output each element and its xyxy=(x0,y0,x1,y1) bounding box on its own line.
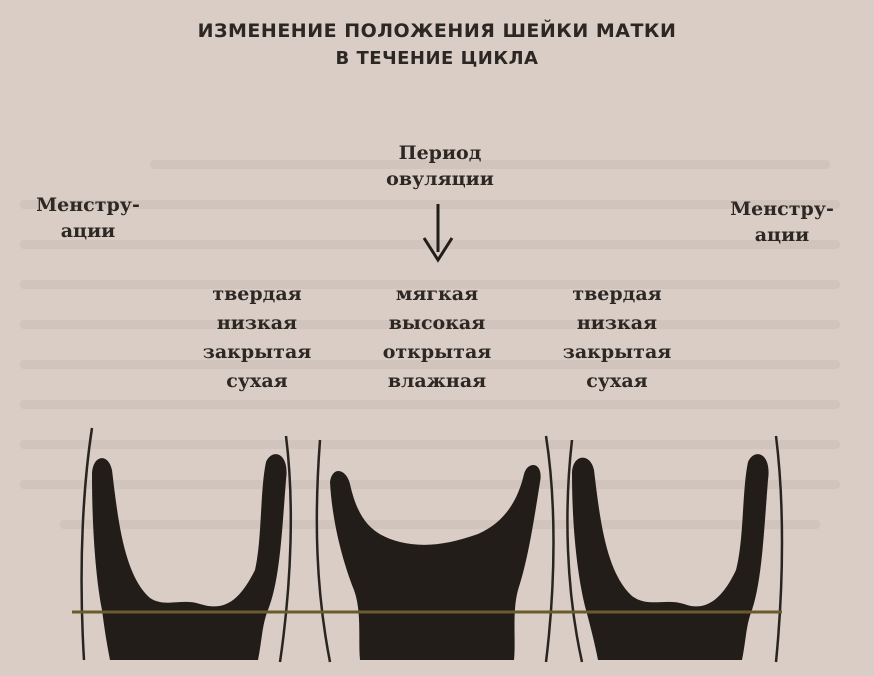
phase-2-height: высокая xyxy=(388,312,486,334)
phase-2-moisture: влажная xyxy=(387,370,487,392)
ovulation-period-label: Период овуляции xyxy=(360,140,520,192)
phase-3-opening: закрытая xyxy=(562,341,672,363)
right-menstruation-line1: Менстру- xyxy=(730,198,834,220)
phase-1-properties: твердая низкая закрытая сухая xyxy=(182,280,332,396)
cervix-shape-phase-2 xyxy=(330,464,541,660)
right-menstruation-label: Менстру- ации xyxy=(712,196,852,248)
left-menstruation-line2: ации xyxy=(60,220,116,242)
wall-line xyxy=(774,435,784,663)
wall-line xyxy=(80,427,94,661)
right-menstruation-line2: ации xyxy=(754,224,810,246)
cervix-shape-phase-1 xyxy=(92,454,287,660)
ovulation-line2: овуляции xyxy=(386,168,494,190)
phase-3-properties: твердая низкая закрытая сухая xyxy=(542,280,692,396)
left-menstruation-line1: Менстру- xyxy=(36,194,140,216)
phase-1-firmness: твердая xyxy=(212,283,302,305)
wall-line xyxy=(315,439,332,663)
cervix-shape-phase-3 xyxy=(572,454,769,660)
wall-line xyxy=(278,435,293,663)
diagram-title-line2: В ТЕЧЕНИЕ ЦИКЛА xyxy=(335,48,539,69)
phase-3-moisture: сухая xyxy=(586,370,648,392)
diagram-title-line1: ИЗМЕНЕНИЕ ПОЛОЖЕНИЯ ШЕЙКИ МАТКИ xyxy=(197,20,677,42)
phase-2-opening: открытая xyxy=(382,341,492,363)
phase-2-properties: мягкая высокая открытая влажная xyxy=(362,280,512,396)
phase-2-firmness: мягкая xyxy=(395,283,479,305)
wall-line xyxy=(544,435,555,663)
left-menstruation-label: Менстру- ации xyxy=(18,192,158,244)
wall-line xyxy=(566,439,584,663)
phase-1-opening: закрытая xyxy=(202,341,312,363)
phase-3-firmness: твердая xyxy=(572,283,662,305)
phase-1-height: низкая xyxy=(216,312,298,334)
ovulation-line1: Период xyxy=(398,142,482,164)
phase-3-height: низкая xyxy=(576,312,658,334)
phase-1-moisture: сухая xyxy=(226,370,288,392)
down-arrow-icon xyxy=(422,204,454,263)
